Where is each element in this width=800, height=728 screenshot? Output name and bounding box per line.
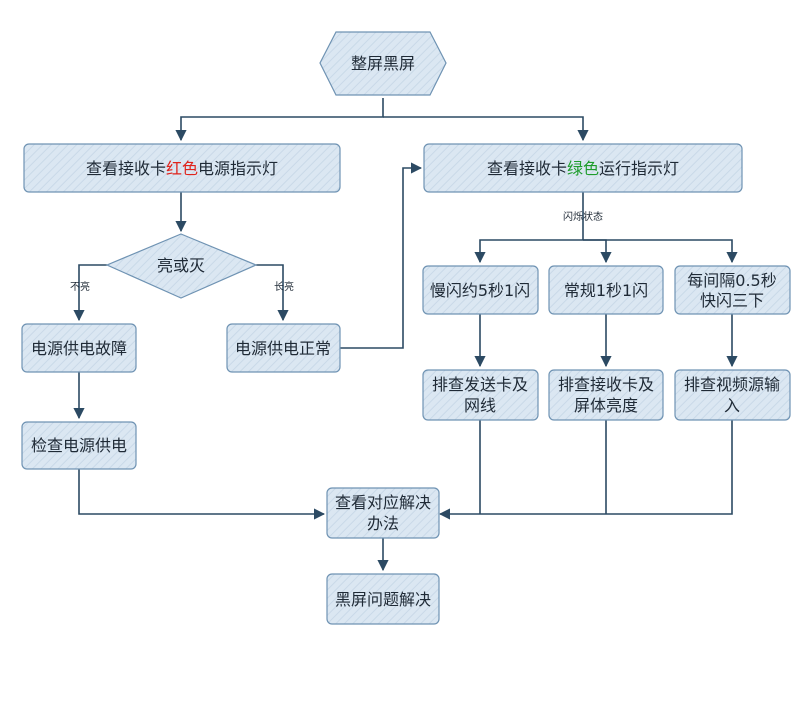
edges bbox=[73, 98, 738, 572]
node-check-green-label: 查看接收卡绿色运行指示灯 bbox=[487, 159, 679, 178]
node-check-video-line1: 排查视频源输 bbox=[684, 375, 780, 394]
node-solution-line2: 办法 bbox=[367, 514, 399, 533]
edge-flash-fast bbox=[583, 239, 738, 264]
node-check-receiver-line1: 排查接收卡及 bbox=[558, 375, 654, 394]
node-check-receiver-line2: 屏体亮度 bbox=[574, 396, 638, 415]
label-off: 不亮 bbox=[70, 280, 90, 293]
node-slow-flash-label: 慢闪约5秒1闪 bbox=[430, 281, 530, 300]
node-power-normal: 电源供电正常 bbox=[226, 323, 341, 373]
node-resolved-label: 黑屏问题解决 bbox=[335, 590, 431, 609]
node-check-sender-line1: 排查发送卡及 bbox=[432, 375, 528, 394]
edge-flash-normal bbox=[583, 239, 612, 264]
node-check-video-line2: 入 bbox=[724, 396, 740, 415]
edge-normal-to-green bbox=[340, 162, 423, 349]
node-solution-line1: 查看对应解决 bbox=[335, 493, 431, 512]
edge-decision-left bbox=[73, 264, 107, 322]
node-slow-flash: 慢闪约5秒1闪 bbox=[422, 265, 539, 315]
edge-start-to-green bbox=[383, 116, 589, 142]
edge-decision-right bbox=[256, 264, 289, 322]
label-flash-state: 闪烁状态 bbox=[563, 210, 603, 223]
node-power-fault: 电源供电故障 bbox=[21, 323, 137, 373]
node-check-green: 查看接收卡绿色运行指示灯 bbox=[423, 143, 743, 193]
node-normal-flash-label: 常规1秒1闪 bbox=[564, 281, 648, 300]
node-decision-label: 亮或灭 bbox=[157, 256, 205, 275]
node-check-red: 查看接收卡红色电源指示灯 bbox=[23, 143, 341, 193]
edge-right-merge bbox=[438, 420, 733, 520]
node-check-power-label: 检查电源供电 bbox=[31, 436, 127, 455]
node-fast-flash: 每间隔0.5秒 快闪三下 bbox=[674, 265, 791, 315]
node-resolved: 黑屏问题解决 bbox=[326, 573, 440, 625]
node-power-normal-label: 电源供电正常 bbox=[235, 339, 331, 358]
node-check-power: 检查电源供电 bbox=[21, 421, 137, 470]
node-power-fault-label: 电源供电故障 bbox=[31, 339, 127, 358]
node-decision: 亮或灭 bbox=[105, 233, 258, 299]
node-start-label: 整屏黑屏 bbox=[351, 54, 415, 73]
node-fast-flash-line2: 快闪三下 bbox=[700, 291, 764, 310]
edge-checkpower-to-solution bbox=[78, 469, 326, 520]
node-solution: 查看对应解决 办法 bbox=[326, 487, 440, 539]
node-check-video: 排查视频源输 入 bbox=[674, 369, 791, 421]
node-normal-flash: 常规1秒1闪 bbox=[548, 265, 664, 315]
edge-start-split bbox=[175, 98, 384, 142]
edge-flash-slow bbox=[474, 239, 583, 264]
node-check-sender: 排查发送卡及 网线 bbox=[422, 369, 539, 421]
node-check-receiver: 排查接收卡及 屏体亮度 bbox=[548, 369, 664, 421]
node-check-red-label: 查看接收卡红色电源指示灯 bbox=[86, 159, 278, 178]
label-on: 长亮 bbox=[274, 280, 294, 293]
node-start: 整屏黑屏 bbox=[319, 31, 447, 96]
node-fast-flash-line1: 每间隔0.5秒 bbox=[687, 271, 776, 290]
node-check-sender-line2: 网线 bbox=[464, 396, 496, 415]
